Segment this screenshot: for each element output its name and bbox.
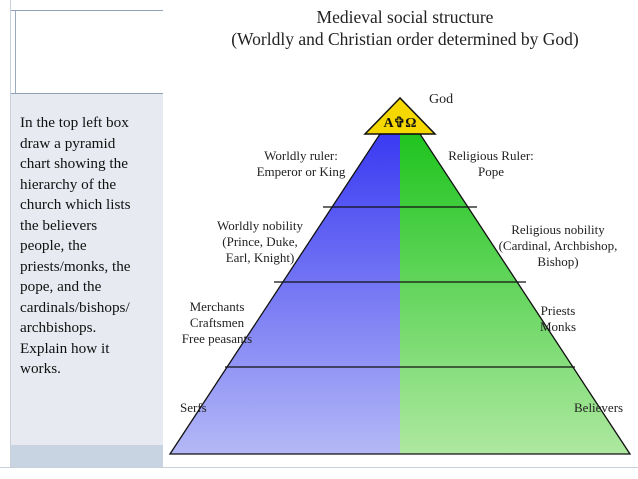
- slide-side-panel: [10, 0, 163, 467]
- panel-top-box: [11, 0, 163, 93]
- religious-half: [400, 134, 630, 454]
- label-line: Serfs: [180, 400, 207, 415]
- religious-ruler-label: Religious Ruler: Pope: [436, 148, 546, 180]
- figure-title-line: Medieval social structure: [316, 7, 494, 27]
- instruction-text: In the top left box draw a pyramid chart…: [20, 113, 175, 380]
- worldly-ruler-label: Worldly ruler: Emperor or King: [246, 148, 356, 180]
- instruction-line: Explain how it: [20, 339, 110, 357]
- label-line: Free peasants: [181, 331, 253, 346]
- pyramid-border: [168, 133, 632, 455]
- label-line: (Cardinal, Archbishop,: [498, 238, 618, 253]
- panel-bottom-strip: [11, 445, 163, 467]
- instruction-line: priests/monks, the: [20, 257, 131, 275]
- slide-baseline-rule: [0, 467, 638, 468]
- instruction-line: pope, and the: [20, 278, 102, 295]
- label-line: Craftsmen: [189, 315, 245, 330]
- instruction-line: people, the: [20, 237, 87, 254]
- label-line: Worldly nobility: [217, 218, 303, 233]
- figure-subtitle-line: (Worldly and Christian order determined …: [231, 29, 579, 49]
- instruction-line: archbishops.: [20, 319, 97, 336]
- apex-label: God: [429, 92, 453, 108]
- worldly-commoners-label: Merchants Craftsmen Free peasants: [172, 299, 262, 347]
- instruction-line: church which lists: [20, 196, 131, 213]
- instruction-line: chart showing the: [20, 155, 128, 172]
- label-line: Monks: [539, 319, 577, 334]
- apex-label-text: God: [429, 92, 454, 107]
- label-line: Merchants: [189, 299, 245, 314]
- panel-divider-rule: [11, 93, 163, 94]
- label-line: Earl, Knight): [225, 250, 295, 265]
- instruction-line: draw a pyramid: [20, 134, 116, 152]
- worldly-nobility-label: Worldly nobility (Prince, Duke, Earl, Kn…: [208, 218, 312, 266]
- religious-nobility-label: Religious nobility (Cardinal, Archbishop…: [482, 222, 634, 270]
- worldly-serfs-label: Serfs: [180, 400, 207, 416]
- label-line: Religious nobility: [511, 222, 605, 237]
- label-line: Worldly ruler:: [264, 148, 338, 163]
- panel-top-rule: [11, 10, 163, 11]
- instruction-line: works.: [20, 360, 61, 377]
- instruction-line: hierarchy of the: [20, 175, 117, 193]
- instruction-line: cardinals/bishops/: [20, 298, 130, 316]
- label-line: Priests: [540, 303, 576, 318]
- worldly-half: [170, 134, 400, 454]
- figure-title: Medieval social structure (Worldly and C…: [205, 6, 605, 50]
- label-line: Emperor or King: [256, 164, 346, 179]
- instruction-line: the believers: [20, 216, 98, 234]
- pyramid-outline: [168, 133, 632, 455]
- instruction-line: In the top left box: [20, 114, 129, 131]
- label-line: Bishop): [537, 254, 579, 269]
- label-line: Religious Ruler:: [448, 148, 534, 163]
- panel-inner-rule: [15, 10, 16, 93]
- label-line: Pope: [478, 164, 504, 179]
- religious-believers-label: Believers: [574, 400, 623, 416]
- religious-clergy-label: Priests Monks: [528, 303, 588, 335]
- label-line: Believers: [574, 400, 624, 415]
- label-line: (Prince, Duke,: [222, 234, 298, 249]
- apex-symbol: A✞Ω: [383, 116, 416, 131]
